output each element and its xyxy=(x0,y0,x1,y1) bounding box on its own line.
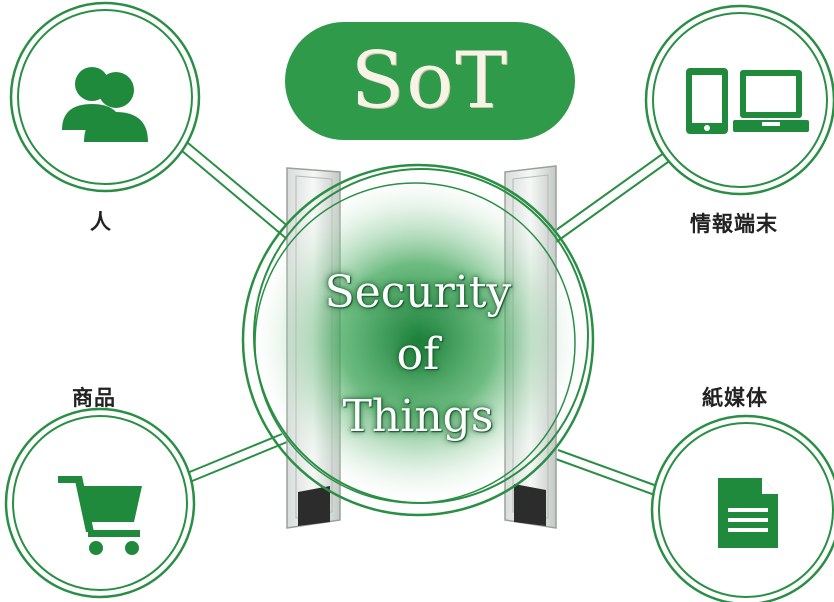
node-device-circle xyxy=(644,4,834,196)
security-of-things-hub xyxy=(241,163,595,517)
sot-badge: SoT xyxy=(285,22,575,140)
document-icon xyxy=(718,478,778,548)
hub-title-line-1: Security xyxy=(324,267,512,318)
sot-badge-label: SoT xyxy=(350,36,510,126)
node-product-label: 商品 xyxy=(72,386,116,410)
connector-product xyxy=(174,433,288,487)
hub-title-line-2: of xyxy=(396,329,440,380)
node-product-circle xyxy=(4,407,196,599)
tablet-laptop-icon xyxy=(686,68,809,134)
node-paper-label: 紙媒体 xyxy=(702,386,768,410)
shopping-cart-icon xyxy=(58,476,142,555)
node-device-label: 情報端末 xyxy=(690,212,778,236)
person-icon xyxy=(62,67,148,142)
connector-paper xyxy=(552,449,669,499)
hub-title-line-3: Things xyxy=(342,391,494,442)
hub-title: Security of Things xyxy=(300,262,536,448)
connector-device xyxy=(544,149,676,246)
node-person-label: 人 xyxy=(90,210,112,234)
node-person-circle xyxy=(9,1,201,193)
node-paper-circle xyxy=(650,414,834,602)
